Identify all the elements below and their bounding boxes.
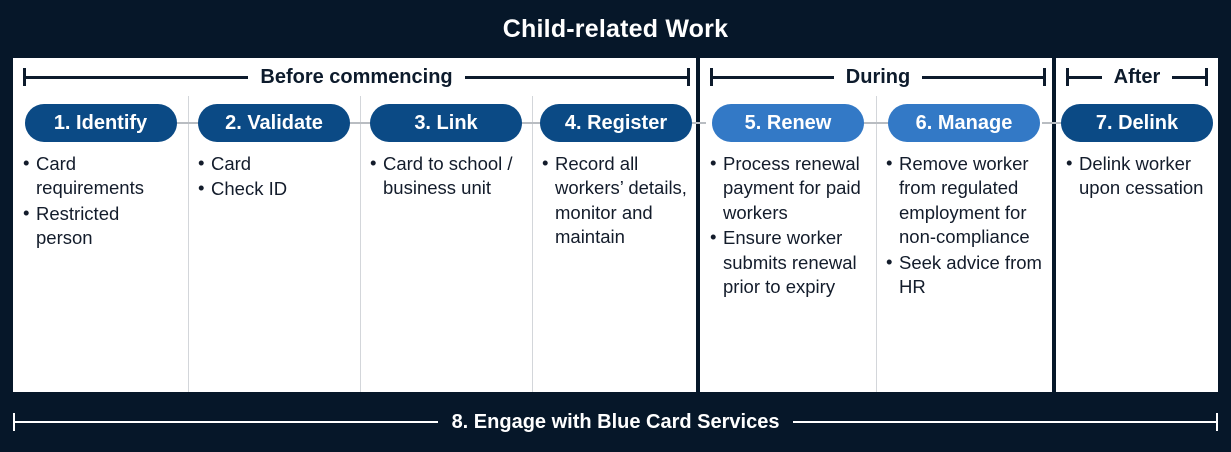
phase-label-after: After — [1113, 65, 1161, 88]
step-column-identify[interactable]: 1. Identify Card requirements Restricted… — [13, 96, 188, 392]
step-column-validate[interactable]: 2. Validate Card Check ID — [174, 96, 360, 392]
step-bullets-manage: Remove worker from regulated employment … — [876, 151, 1052, 300]
step-pill-label-link: 3. Link — [414, 111, 478, 134]
step-pill-label-register: 4. Register — [564, 111, 668, 134]
phase-columns-before-commencing: 1. Identify Card requirements Restricted… — [13, 96, 700, 392]
step-pill-label-identify: 1. Identify — [53, 111, 148, 134]
step-pill-link[interactable]: 3. Link — [370, 104, 522, 142]
phase-header-during: During — [700, 58, 1056, 96]
list-item: Delink worker upon cessation — [1066, 151, 1210, 201]
step-column-link[interactable]: 3. Link Card to school / business unit — [346, 96, 532, 392]
bracket-right-before-commencing — [464, 68, 691, 86]
connector-line-5-6 — [862, 122, 890, 124]
list-item: Restricted person — [23, 201, 180, 251]
footer-label: 8. Engage with Blue Card Services — [451, 410, 780, 433]
step-column-delink[interactable]: 7. Delink Delink worker upon cessation — [1042, 96, 1218, 392]
phase-group-during: During 5. Renew Process renewal payment … — [682, 58, 1056, 392]
list-item: Card requirements — [23, 151, 180, 201]
page-title: Child-related Work — [502, 14, 729, 43]
bracket-right-after — [1172, 68, 1208, 86]
step-pill-delink[interactable]: 7. Delink — [1061, 104, 1213, 142]
step-pill-label-delink: 7. Delink — [1095, 111, 1179, 134]
list-item: Remove worker from regulated employment … — [886, 151, 1044, 250]
list-item: Process renewal payment for paid workers — [710, 151, 868, 225]
list-item: Record all workers’ details, monitor and… — [542, 151, 692, 250]
step-pill-label-manage: 6. Manage — [915, 111, 1013, 134]
phase-columns-during: 5. Renew Process renewal payment for pai… — [682, 96, 1056, 392]
step-bullets-validate: Card Check ID — [188, 151, 360, 203]
list-item: Card — [198, 151, 352, 176]
footer-bracket: 8. Engage with Blue Card Services — [13, 411, 1218, 434]
footer-bracket-right — [793, 413, 1218, 431]
list-item: Ensure worker submits renewal prior to e… — [710, 225, 868, 299]
step-pill-register[interactable]: 4. Register — [540, 104, 692, 142]
step-bullets-identify: Card requirements Restricted person — [13, 151, 188, 252]
step-column-register[interactable]: 4. Register Record all workers’ details,… — [518, 96, 700, 392]
step-pill-label-renew: 5. Renew — [744, 111, 832, 134]
list-item: Seek advice from HR — [886, 250, 1044, 300]
connector-line-3-4 — [518, 122, 546, 124]
connector-line-4-5 — [682, 122, 706, 124]
connector-line-6-7 — [1042, 122, 1064, 124]
phase-group-after: After 7. Delink Delink worker upon cessa… — [1042, 58, 1218, 392]
phase-header-after: After — [1056, 58, 1218, 96]
step-column-manage[interactable]: 6. Manage Remove worker from regulated e… — [862, 96, 1052, 392]
connector-line-1-2 — [174, 122, 202, 124]
phase-header-before-commencing: Before commencing — [13, 58, 700, 96]
step-bullets-register: Record all workers’ details, monitor and… — [532, 151, 700, 251]
phase-label-before-commencing: Before commencing — [260, 65, 453, 88]
step-bullets-renew: Process renewal payment for paid workers… — [700, 151, 876, 300]
step-pill-renew[interactable]: 5. Renew — [712, 104, 864, 142]
bracket-left-before-commencing — [23, 68, 249, 86]
phase-label-during: During — [845, 65, 911, 88]
step-pill-manage[interactable]: 6. Manage — [888, 104, 1040, 142]
step-bullets-delink: Delink worker upon cessation — [1056, 151, 1218, 202]
phase-columns-after: 7. Delink Delink worker upon cessation — [1042, 96, 1218, 392]
step-bullets-link: Card to school / business unit — [360, 151, 532, 202]
diagram-title-bar: Child-related Work — [0, 0, 1231, 58]
bracket-right-during — [922, 68, 1046, 86]
phase-group-before-commencing: Before commencing 1. Identify Card requi… — [13, 58, 700, 392]
step-pill-identify[interactable]: 1. Identify — [24, 104, 177, 142]
step-column-renew[interactable]: 5. Renew Process renewal payment for pai… — [682, 96, 876, 392]
list-item: Check ID — [198, 176, 352, 201]
footer-bar: 8. Engage with Blue Card Services — [0, 392, 1231, 452]
connector-line-2-3 — [346, 122, 374, 124]
footer-bracket-left — [13, 413, 438, 431]
list-item: Card to school / business unit — [370, 151, 524, 201]
bracket-left-after — [1066, 68, 1102, 86]
bracket-left-during — [710, 68, 834, 86]
step-pill-label-validate: 2. Validate — [225, 111, 323, 134]
step-pill-validate[interactable]: 2. Validate — [198, 104, 350, 142]
content-panel: Before commencing 1. Identify Card requi… — [13, 58, 1218, 392]
